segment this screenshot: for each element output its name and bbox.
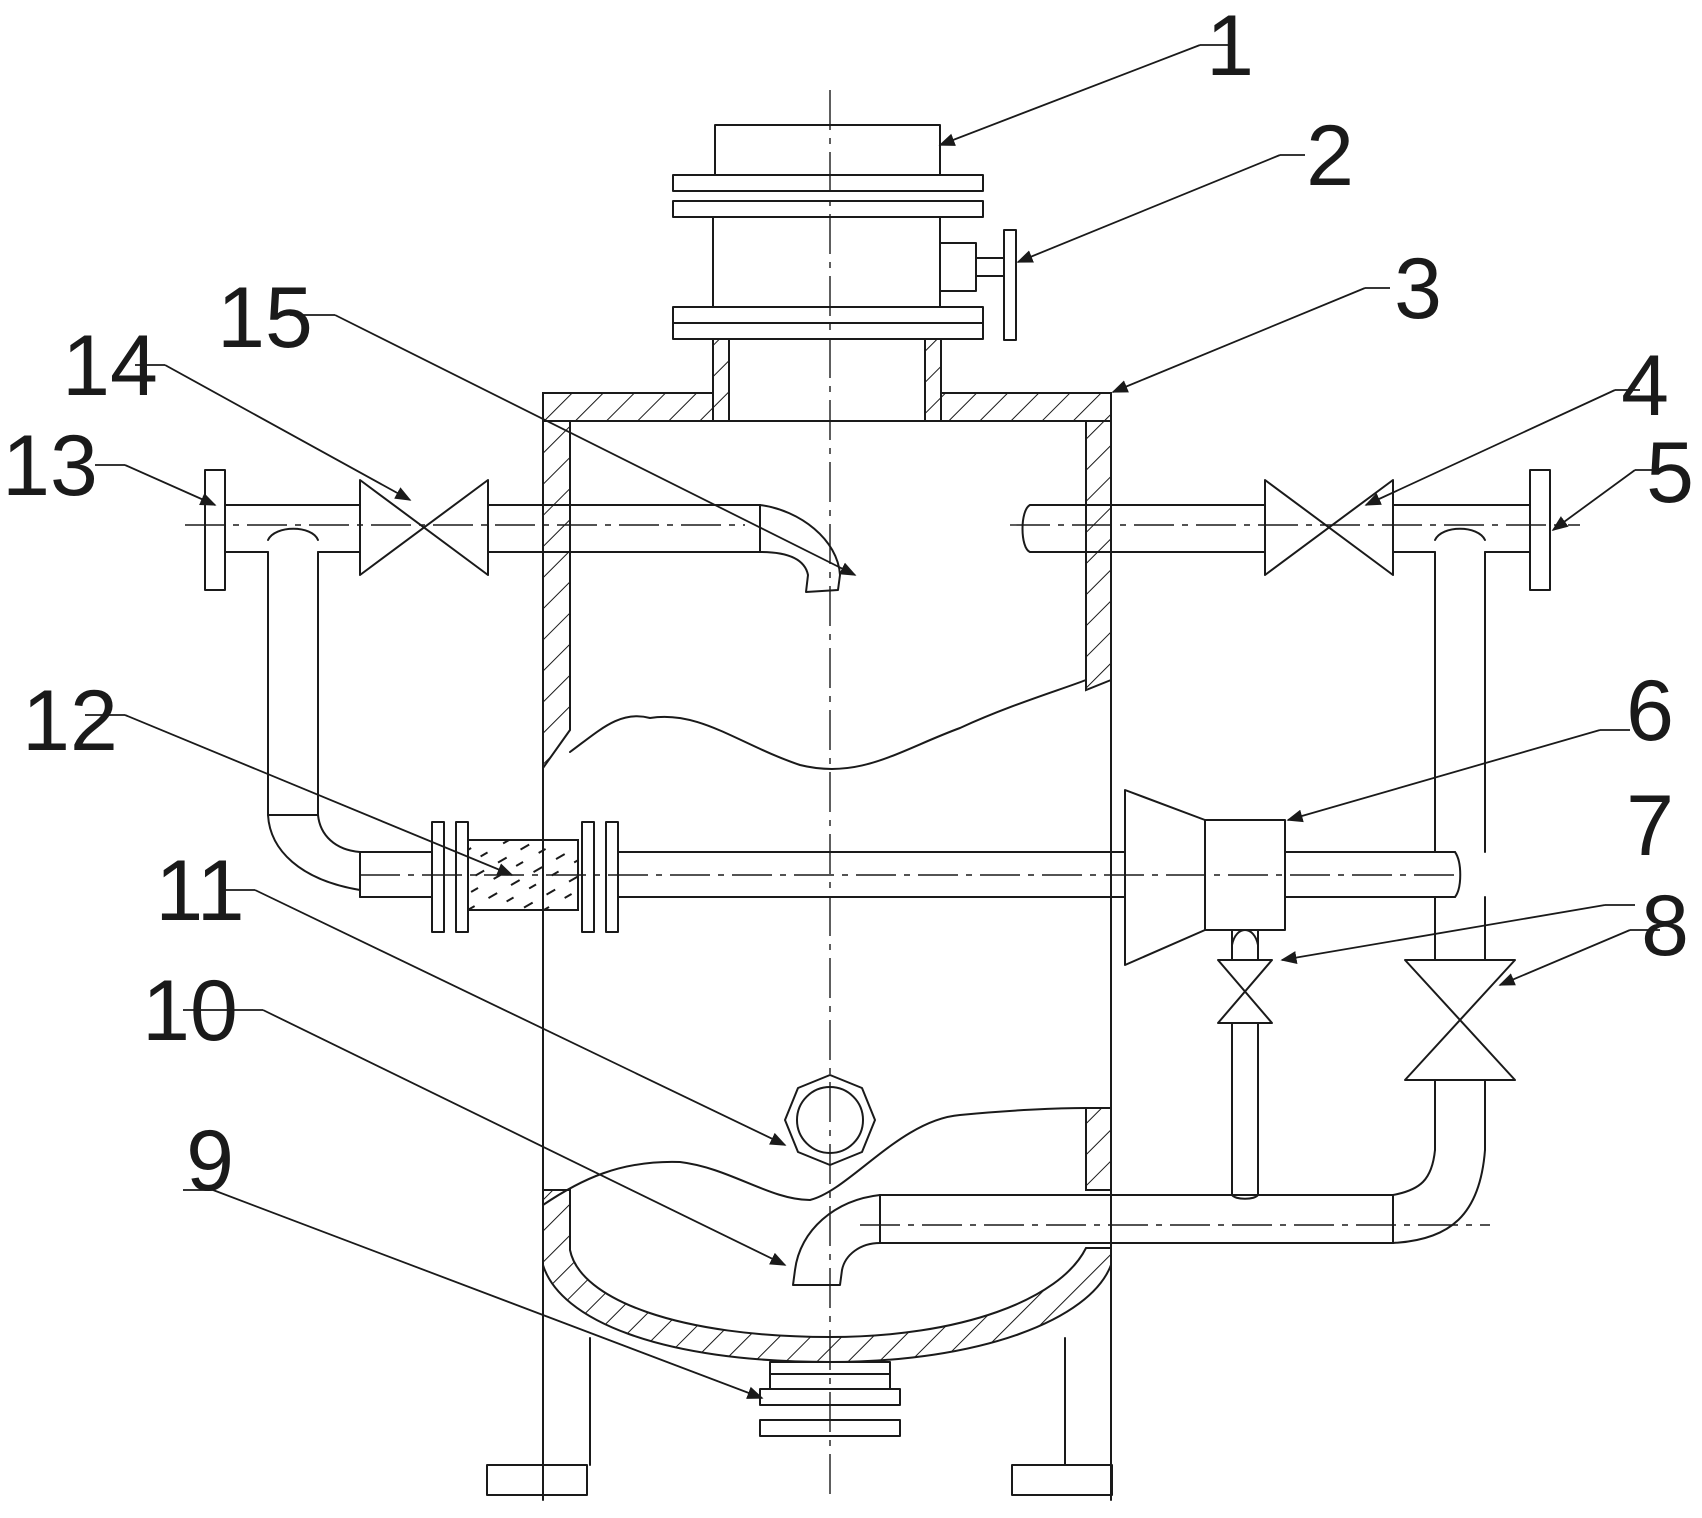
label-7: 7 — [1626, 778, 1674, 874]
left-vertical-pipe — [267, 527, 433, 898]
label-11: 11 — [155, 843, 244, 939]
part-labels: 1 2 3 4 5 6 7 8 9 10 11 12 13 14 15 — [2, 0, 1694, 1209]
right-upper-pipe — [1021, 469, 1551, 591]
right-vertical-pipe — [1392, 527, 1516, 1244]
label-12: 12 — [22, 673, 118, 769]
top-drive-assembly — [672, 124, 984, 422]
label-3: 3 — [1394, 241, 1442, 337]
label-15: 15 — [217, 270, 313, 366]
label-4: 4 — [1621, 338, 1669, 434]
label-5: 5 — [1646, 425, 1694, 521]
label-1: 1 — [1206, 0, 1254, 94]
suction-pipe — [792, 1194, 1394, 1286]
leader-lines — [85, 44, 1665, 1399]
label-6: 6 — [1626, 663, 1674, 759]
side-handwheel — [939, 229, 1017, 341]
label-13: 13 — [2, 418, 98, 514]
label-14: 14 — [62, 318, 158, 414]
vessel-shell — [486, 392, 1113, 1501]
ring-element — [784, 1074, 876, 1166]
sight-glass — [431, 821, 1126, 933]
label-8: 8 — [1641, 878, 1689, 974]
center-lines — [185, 90, 1580, 1500]
left-upper-pipe — [204, 469, 841, 593]
small-valve — [1217, 929, 1273, 1200]
label-10: 10 — [142, 963, 238, 1059]
label-2: 2 — [1306, 108, 1354, 204]
label-9: 9 — [186, 1113, 234, 1209]
ejector — [1124, 789, 1462, 966]
